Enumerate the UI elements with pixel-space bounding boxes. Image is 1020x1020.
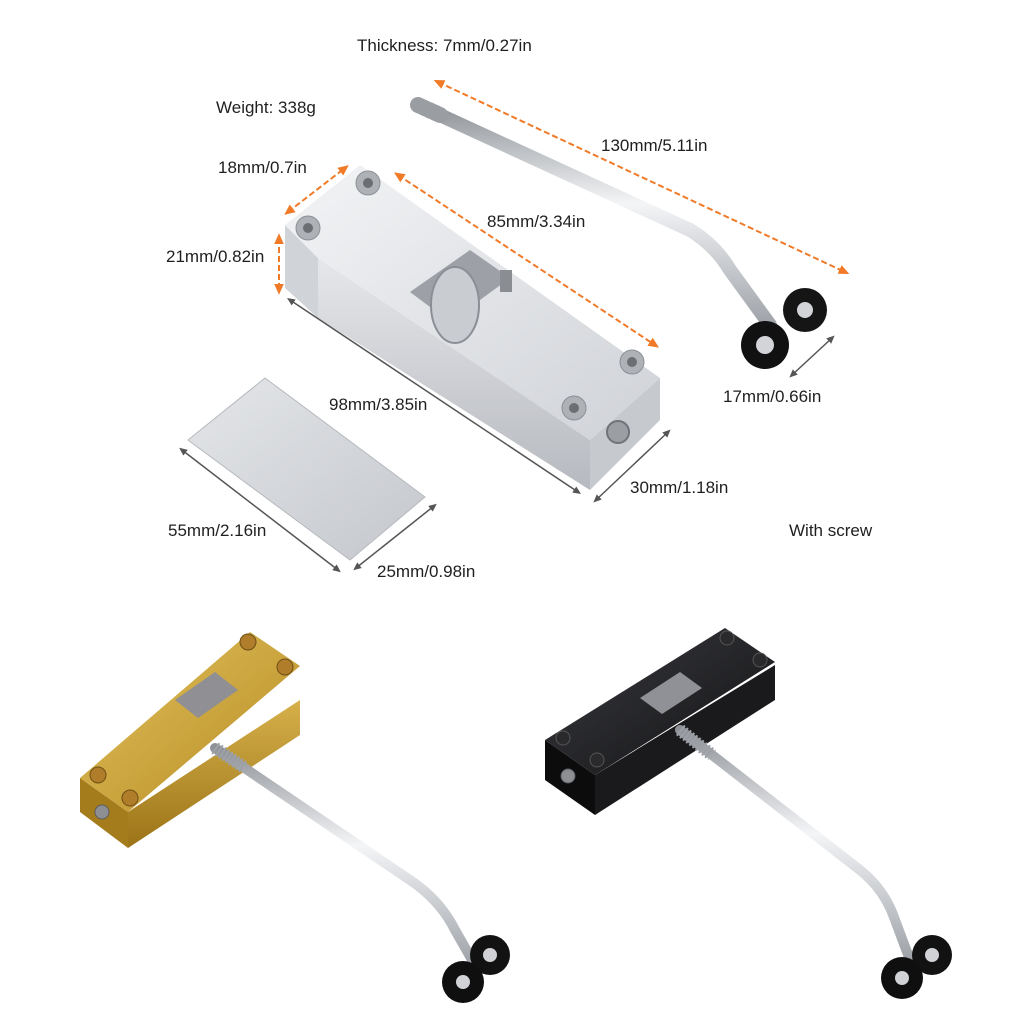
rod-length-label: 130mm/5.11in — [601, 136, 708, 155]
height-label: 21mm/0.82in — [166, 247, 265, 266]
dimension-arrows-orange — [274, 79, 850, 348]
top-width-label: 18mm/0.7in — [218, 158, 307, 177]
black-closer-wheels — [881, 935, 952, 999]
silver-closer-wheels — [741, 288, 827, 369]
black-closer-arm — [675, 724, 915, 965]
weight-label: Weight: 338g — [216, 98, 316, 117]
wheel-width-label: 17mm/0.66in — [723, 387, 822, 406]
body-length-label: 98mm/3.85in — [329, 395, 428, 414]
thickness-label: Thickness: 7mm/0.27in — [357, 36, 532, 55]
body-depth-label: 30mm/1.18in — [630, 478, 729, 497]
dimension-arrows-gray — [179, 298, 835, 573]
plate-length-label: 55mm/2.16in — [168, 521, 267, 540]
gold-closer-body — [80, 632, 300, 848]
gold-closer-arm — [210, 742, 480, 970]
body-top-length-label: 85mm/3.34in — [487, 212, 586, 231]
black-closer-body — [545, 628, 775, 815]
gold-closer-wheels — [442, 935, 510, 1003]
with-screw-label: With screw — [789, 521, 873, 540]
plate-width-label: 25mm/0.98in — [377, 562, 476, 581]
